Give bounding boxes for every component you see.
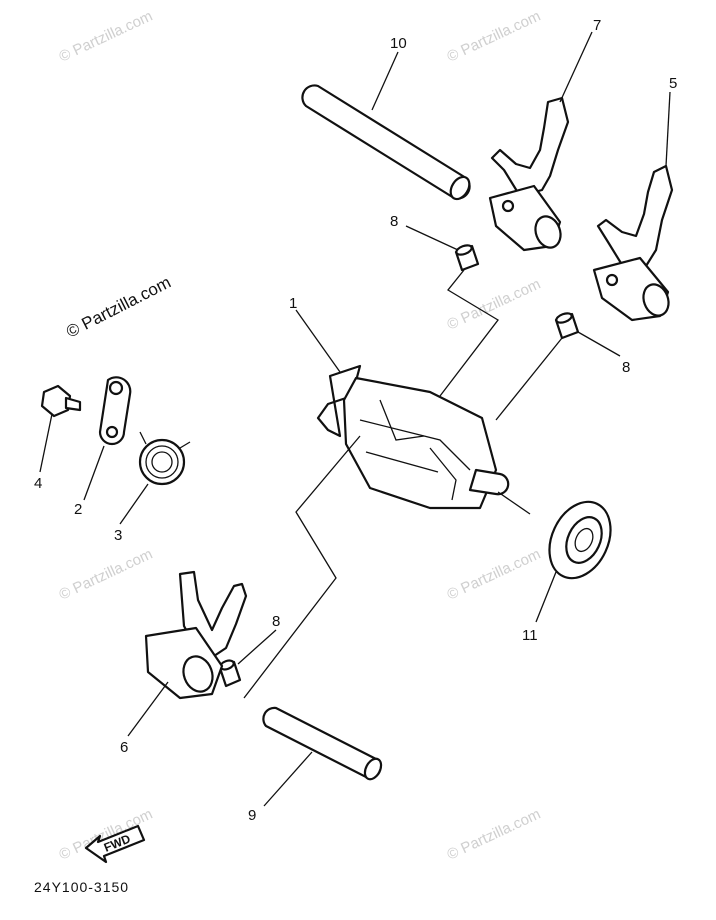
part-8-dowel-pin-right [554,312,580,340]
part-3-spring [138,431,191,486]
callout-4: 4 [34,475,42,492]
callout-2: 2 [74,501,82,518]
part-1-shift-drum [316,364,510,510]
watermark-dark: © Partzilla.com [63,273,174,342]
callout-3: 3 [114,527,122,544]
watermark-2: © Partzilla.com [445,8,544,66]
part-10-shift-fork-shaft [301,84,471,201]
callout-1: 1 [289,295,297,312]
part-4-bolt [40,384,82,418]
watermark-7: © Partzilla.com [445,806,544,864]
callout-5: 5 [669,75,677,92]
part-6-shift-fork [144,570,248,700]
part-2-stopper-lever [98,376,132,446]
callout-8-top: 8 [390,213,398,230]
part-8-dowel-pin-bottom [218,659,242,688]
callouts: 10 7 5 8 8 1 4 2 3 8 11 6 9 [34,17,677,824]
callout-8-right: 8 [622,359,630,376]
callout-9: 9 [248,807,256,824]
watermark-1: © Partzilla.com [57,8,156,66]
callout-8-bottom: 8 [272,613,280,630]
part-5-shift-fork [592,164,674,322]
callout-6: 6 [120,739,128,756]
leader-lines [39,31,671,807]
watermark-4: © Partzilla.com [57,546,156,604]
watermark-5: © Partzilla.com [445,546,544,604]
callout-11: 11 [522,627,538,644]
part-8-dowel-pin-top [454,244,480,272]
callout-10: 10 [390,35,407,52]
part-code: 24Y100-3150 [34,879,129,895]
part-7-shift-fork [488,96,570,252]
part-9-shift-fork-shaft [262,706,383,781]
callout-7: 7 [593,17,601,34]
part-11-bearing [548,500,612,580]
